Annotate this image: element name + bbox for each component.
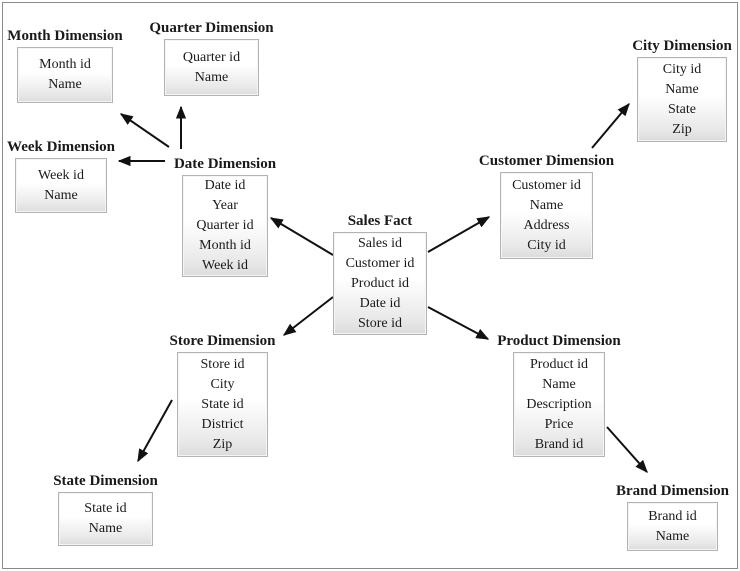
arrow-customer-to-city xyxy=(591,103,630,149)
entity-title-product: Product Dimension xyxy=(497,333,621,349)
entity-title-week: Week Dimension xyxy=(7,139,115,155)
field: State id xyxy=(201,396,244,412)
arrow-date-to-month xyxy=(119,113,170,148)
field: City id xyxy=(527,237,566,253)
field: Name xyxy=(665,81,699,97)
field: Name xyxy=(44,187,78,203)
entity-title-brand: Brand Dimension xyxy=(616,483,729,499)
arrow-product-to-brand xyxy=(606,426,648,473)
field: Name xyxy=(194,69,229,85)
entity-sales-fact: Sales Fact Sales id Customer id Product … xyxy=(333,213,427,335)
field: City xyxy=(210,376,235,392)
field: Week id xyxy=(202,258,248,273)
field: Month id xyxy=(199,238,251,253)
field: Zip xyxy=(672,121,692,137)
entity-title-city: City Dimension xyxy=(632,38,732,54)
field: Product id xyxy=(530,356,588,372)
entity-city-dimension: City Dimension City id Name State Zip xyxy=(632,38,732,142)
entity-quarter-dimension: Quarter Dimension Quarter id Name xyxy=(149,20,274,96)
field: Quarter id xyxy=(196,218,254,233)
arrow-store-to-state xyxy=(137,399,173,463)
field: Brand id xyxy=(534,436,584,452)
entity-title-month: Month Dimension xyxy=(7,28,123,44)
field: Name xyxy=(655,528,690,544)
field: Name xyxy=(48,77,82,92)
field: Brand id xyxy=(648,508,697,524)
field: State id xyxy=(84,501,127,516)
field: Store id xyxy=(200,356,245,372)
entity-week-dimension: Week Dimension Week id Name xyxy=(7,139,115,213)
entity-product-dimension: Product Dimension Product id Name Descri… xyxy=(497,333,621,457)
field: State xyxy=(668,101,696,117)
field: City id xyxy=(662,61,702,77)
entity-title-quarter: Quarter Dimension xyxy=(149,20,274,36)
field: Store id xyxy=(358,315,402,331)
field: Customer id xyxy=(345,255,415,271)
entity-title-sales: Sales Fact xyxy=(347,213,413,229)
field: Description xyxy=(526,396,592,412)
field: Week id xyxy=(38,167,84,183)
field: Year xyxy=(212,198,238,213)
field: Quarter id xyxy=(182,49,241,65)
field: Zip xyxy=(212,436,233,452)
field: Address xyxy=(523,217,570,233)
arrow-sales-to-store xyxy=(282,296,334,336)
entity-date-dimension: Date Dimension Date id Year Quarter id M… xyxy=(174,156,276,277)
field: Name xyxy=(529,197,564,213)
entity-store-dimension: Store Dimension Store id City State id D… xyxy=(170,333,275,457)
field: Customer id xyxy=(512,177,581,193)
entity-title-store: Store Dimension xyxy=(169,333,276,349)
field: Price xyxy=(544,416,574,432)
field: District xyxy=(201,416,244,432)
entity-title-state: State Dimension xyxy=(53,473,158,489)
entity-title-customer: Customer Dimension xyxy=(478,153,615,169)
entity-state-dimension: State Dimension State id Name xyxy=(53,473,158,546)
field: Date id xyxy=(204,178,246,193)
entity-brand-dimension: Brand Dimension Brand id Name xyxy=(616,483,729,551)
arrow-sales-to-customer xyxy=(427,216,491,253)
field: Month id xyxy=(39,57,91,72)
field: Date id xyxy=(359,295,401,311)
field: Product id xyxy=(351,275,409,291)
entity-title-date: Date Dimension xyxy=(173,156,277,172)
entity-customer-dimension: Customer Dimension Customer id Name Addr… xyxy=(479,153,614,259)
field: Name xyxy=(88,521,123,536)
arrow-sales-to-product xyxy=(427,306,490,340)
field: Sales id xyxy=(358,235,402,251)
entity-month-dimension: Month Dimension Month id Name xyxy=(7,28,123,103)
arrow-sales-to-date xyxy=(269,217,334,256)
field: Name xyxy=(542,376,576,392)
